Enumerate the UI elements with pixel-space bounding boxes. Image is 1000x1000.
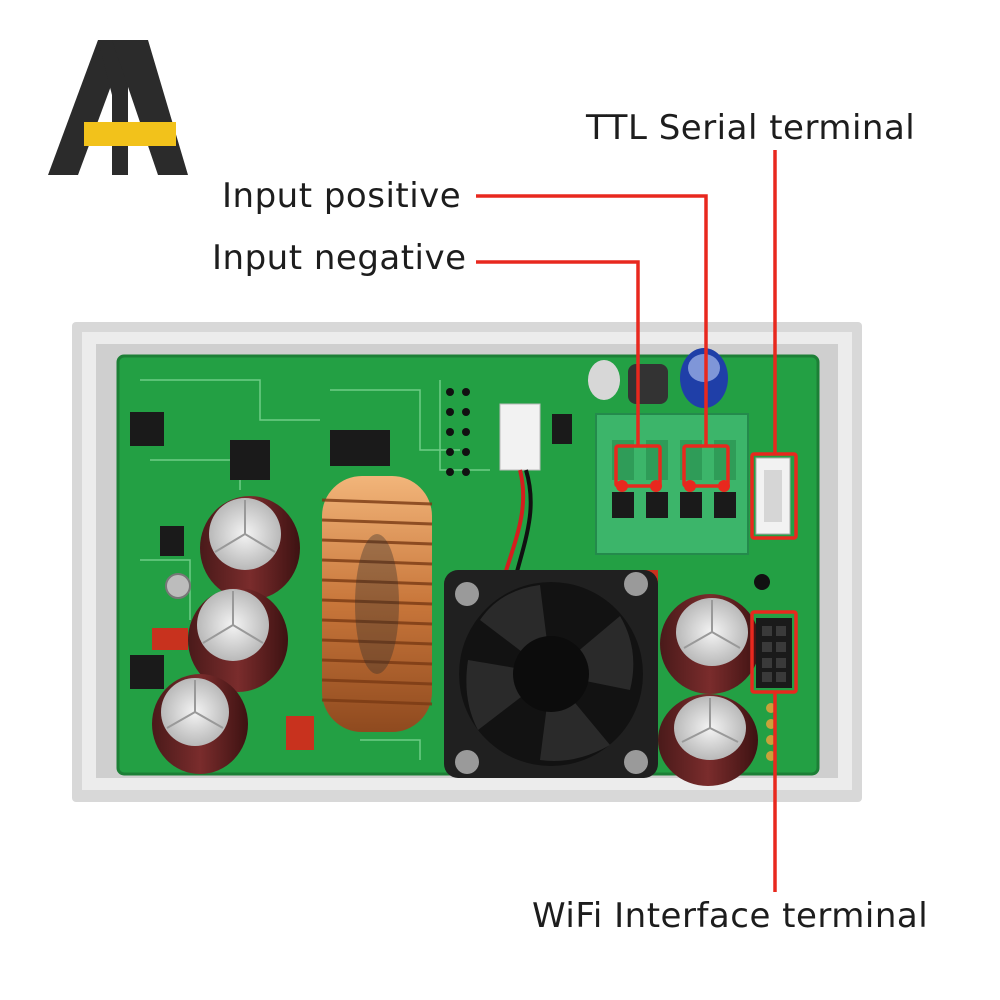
ttl-serial-connector <box>755 457 791 535</box>
capacitor-bank-right <box>588 348 760 786</box>
wifi-interface-terminal-label: WiFi Interface terminal <box>532 896 929 936</box>
wifi-interface-header <box>756 618 792 761</box>
capacitor-bank-left <box>152 496 300 774</box>
input-positive-label: Input positive <box>222 176 462 216</box>
toroid-inductor <box>321 476 433 732</box>
input-negative-label: Input negative <box>212 238 467 278</box>
cooling-fan <box>444 570 658 778</box>
callout-lines <box>476 150 798 892</box>
brand-logo <box>48 40 188 175</box>
ttl-serial-terminal-label: TTL Serial terminal <box>586 108 916 148</box>
terminal-markers <box>616 480 730 492</box>
